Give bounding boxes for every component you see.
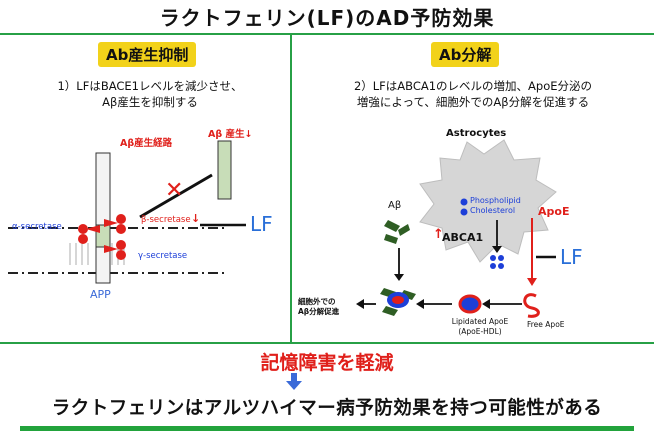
left-description-line1: 1）LFはBACE1レベルを減少させ、 (57, 79, 243, 93)
complex-to-degradation-arrow-head (356, 299, 364, 309)
cholesterol-label: Cholesterol (470, 206, 516, 215)
beta-secretase-label: β-secretase (141, 215, 191, 225)
pathway-label: Aβ産生経路 (120, 138, 173, 149)
astrocytes-label: Astrocytes (446, 128, 507, 139)
page-title: ラクトフェリン(LF)のAD予防効果 (159, 6, 495, 30)
left-panel-description: 1）LFはBACE1レベルを減少させ、 Aβ産生を抑制する (10, 78, 290, 110)
app-label: APP (90, 288, 111, 301)
right-description-line2: 増強によって、細胞外でのAβ分解を促進する (356, 95, 590, 109)
lipid-dot (498, 255, 504, 261)
left-panel-heading: Ab産生抑制 (98, 42, 197, 67)
conclusion-text: 記憶障害を軽減 (260, 352, 394, 374)
bottom-divider (0, 342, 654, 344)
phospholipid-label: Phospholipid (470, 196, 521, 205)
lipid-dot (490, 255, 496, 261)
astrocyte-cell (419, 139, 557, 263)
extracellular-degradation-label: 細胞外での Aβ分解促進 (298, 297, 339, 317)
gamma-secretase-label: γ-secretase (138, 251, 188, 261)
app-bar (95, 152, 111, 284)
down-arrow-icon (286, 373, 302, 390)
alpha-secretase-icon (78, 224, 100, 244)
cholesterol-dot (460, 208, 468, 216)
apoe-diagram (356, 139, 557, 318)
left-lf-label: LF (250, 212, 273, 236)
free-to-lipidated-arrow-head (482, 299, 490, 309)
abca1-up-arrow: ↑ (433, 227, 444, 242)
bottom-green-bar (20, 426, 634, 431)
pathway-line (139, 173, 213, 219)
right-lf-label: LF (560, 245, 583, 269)
right-panel-heading: Ab分解 (431, 42, 500, 67)
extracellular-line1: 細胞外での (298, 297, 336, 306)
abeta-apoe-complex-icon (380, 288, 416, 316)
block-mark: ✕ (165, 178, 184, 203)
lipid-dot (498, 263, 504, 269)
beta-secretase-icon (104, 214, 126, 234)
alpha-secretase-label: α-secretase (12, 222, 62, 232)
top-divider (0, 33, 654, 35)
apoe-secretion-arrow-head (527, 278, 537, 286)
free-apoe-icon (523, 293, 540, 318)
lipid-dot (490, 263, 496, 269)
abeta-label: Aβ (388, 200, 402, 211)
abeta-production-label: Aβ 産生↓ (208, 129, 253, 140)
center-divider (290, 33, 292, 343)
abeta-arrow-head (394, 274, 404, 281)
lipidated-line1: Lipidated ApoE (451, 317, 509, 326)
lipid-arrow-head (492, 246, 502, 253)
abca1-label: ABCA1 (442, 231, 484, 244)
abeta-product-bar (217, 140, 232, 200)
beta-down-arrow: ↓ (191, 212, 201, 225)
lipidated-to-complex-arrow-head (416, 299, 424, 309)
right-panel-description: 2）LFはABCA1のレベルの増加、ApoE分泌の 増強によって、細胞外でのAβ… (294, 78, 652, 110)
lipidated-apoe-label: Lipidated ApoE (ApoE-HDL) (442, 317, 518, 337)
bottom-statement: ラクトフェリンはアルツハイマー病予防効果を持つ可能性がある (51, 398, 603, 419)
apoe-label: ApoE (538, 205, 570, 218)
secretase-diagram (8, 140, 246, 284)
abeta-peptide-icon (384, 220, 410, 244)
phospholipid-dot (460, 198, 468, 206)
left-description-line2: Aβ産生を抑制する (102, 95, 198, 109)
lipidated-line2: (ApoE-HDL) (458, 327, 502, 336)
lipidated-apoe-icon (458, 294, 482, 314)
extracellular-line2: Aβ分解促進 (298, 307, 340, 316)
gamma-secretase-icon (104, 240, 126, 260)
membrane-hatch (69, 243, 125, 265)
right-description-line1: 2）LFはABCA1のレベルの増加、ApoE分泌の (353, 79, 593, 93)
free-apoe-label: Free ApoE (527, 320, 565, 329)
